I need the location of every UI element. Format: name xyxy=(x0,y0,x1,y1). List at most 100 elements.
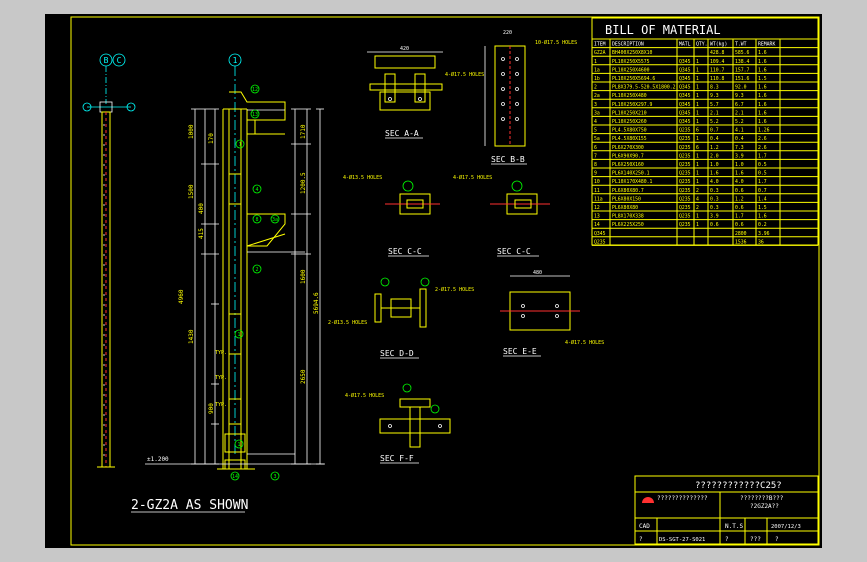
bom-cell: 428.8 xyxy=(710,50,725,56)
bom-cell: 0.4 xyxy=(710,136,719,142)
bom-cell: 3.9 xyxy=(710,214,719,220)
bom-cell: 2 xyxy=(696,205,699,211)
bom-cell: PL6X140X250.1 xyxy=(612,171,650,177)
bom-cell: 6 xyxy=(594,145,597,151)
bom-cell: Q235 xyxy=(679,136,691,142)
svg-text:3a: 3a xyxy=(272,217,278,223)
grid-label-1: 1 xyxy=(233,56,238,65)
bom-cell: PL10X250X210 xyxy=(612,110,647,116)
bom-cell: 3.9 xyxy=(735,153,744,159)
bom-cell: 1.6 xyxy=(758,119,767,125)
bom-cell: 110.8 xyxy=(710,76,725,82)
bom-cell: PL6X225X250 xyxy=(612,222,644,228)
bom-cell: PL10X250X5575 xyxy=(612,59,650,65)
bom-cell: 1 xyxy=(696,153,699,159)
dim-text: 170 xyxy=(208,133,215,144)
bom-header-cell: MATL xyxy=(679,42,691,48)
bom-cell: 1 xyxy=(696,85,699,91)
bom-cell: 1.5 xyxy=(758,205,767,211)
bom-cell: 1 xyxy=(696,93,699,99)
svg-text:480: 480 xyxy=(533,270,542,276)
dim-text: 1710 xyxy=(300,124,307,139)
bom-cell: 0.6 xyxy=(735,188,744,194)
dim-text: 1430 xyxy=(188,329,195,344)
bom-cell: 9.3 xyxy=(735,93,744,99)
section-b-b: 10-Ø17.5 HOLES 220 SEC B-B xyxy=(484,30,577,165)
bom-cell: 1.6 xyxy=(758,85,767,91)
bom-cell: 0.3 xyxy=(710,196,719,202)
scale-label: N.T.S xyxy=(725,523,743,530)
bom-cell: Q235 xyxy=(679,188,691,194)
bom-cell: Q345 xyxy=(679,85,691,91)
bom-cell: 1.6 xyxy=(758,102,767,108)
bom-cell: 92.0 xyxy=(735,85,747,91)
dim-text: 1000 xyxy=(188,124,195,139)
bom-cell: 1.26 xyxy=(758,128,770,134)
bom-cell: 151.6 xyxy=(735,76,750,82)
bom-cell: 1.6 xyxy=(758,93,767,99)
section-label: SEC A-A xyxy=(385,129,419,138)
bom-cell: 4.1 xyxy=(735,128,744,134)
bom-cell: 585.6 xyxy=(735,50,750,56)
bom-cell: 11a xyxy=(594,196,603,202)
bom-cell: 14 xyxy=(594,222,600,228)
bom-cell: 2 xyxy=(696,188,699,194)
bom-cell: PL10X250X260 xyxy=(612,119,647,125)
bom-cell: 1 xyxy=(696,171,699,177)
svg-text:8: 8 xyxy=(255,217,258,223)
svg-text:???: ??? xyxy=(750,536,761,543)
drawing-canvas[interactable]: B C 1 xyxy=(45,14,822,548)
dim-text: 400 xyxy=(198,203,205,214)
bom-header-cell: ITEM xyxy=(594,42,606,48)
bom-cell: 1 xyxy=(696,67,699,73)
bom-cell: 7 xyxy=(594,153,597,159)
bom-cell: 1 xyxy=(696,162,699,168)
bom-cell: 1.6 xyxy=(758,214,767,220)
cad-label: CAD xyxy=(639,523,650,530)
bom-cell: 1.2 xyxy=(710,145,719,151)
dim-text: 1200.5 xyxy=(300,172,307,194)
company-name: ?????????????? xyxy=(657,495,708,502)
bom-cell: Q345 xyxy=(679,102,691,108)
grid-label-b: B xyxy=(104,56,109,65)
dim-text: 1500 xyxy=(188,184,195,199)
bom-cell: 2.1 xyxy=(710,110,719,116)
bom-cell: 0.3 xyxy=(710,205,719,211)
svg-text:220: 220 xyxy=(503,30,512,36)
grid-bubble-c xyxy=(112,53,126,67)
bom-cell: Q235 xyxy=(679,171,691,177)
drawing-border xyxy=(70,16,820,546)
bom-cell: 1.6 xyxy=(758,67,767,73)
bom-cell: Q235 xyxy=(679,222,691,228)
title-block: ????????????C25? ?????????????? ????????… xyxy=(634,475,819,545)
bom-cell: PL4.5X80X750 xyxy=(612,128,647,134)
bom-cell: PL6X80X80.7 xyxy=(612,188,644,194)
bom-cell: 12 xyxy=(594,205,600,211)
bom-cell: 1 xyxy=(696,119,699,125)
bom-cell: 157.7 xyxy=(735,67,750,73)
section-c-c-2: 4-Ø17.5 HOLES SEC C-C xyxy=(453,174,550,257)
bom-cell: 13 xyxy=(594,214,600,220)
svg-text:4-Ø17.5 HOLES: 4-Ø17.5 HOLES xyxy=(445,71,484,78)
bom-cell: PL4.5X80X155 xyxy=(612,136,647,142)
bom-cell: 138.4 xyxy=(735,59,750,65)
bom-cell: PL6X80X80 xyxy=(612,205,638,211)
bom-cell: 1.4 xyxy=(758,196,767,202)
svg-text:1: 1 xyxy=(237,442,240,448)
bom-cell: 2800 xyxy=(735,231,747,237)
bom-cell: PL10X250X4600 xyxy=(612,67,650,73)
bom-cell: Q345 xyxy=(594,231,606,237)
bom-cell: 0.6 xyxy=(735,222,744,228)
bom-cell: 0.5 xyxy=(758,162,767,168)
bom-cell: 4 xyxy=(594,119,597,125)
bom-cell: 1.5 xyxy=(758,76,767,82)
bom-cell: 4 xyxy=(696,196,699,202)
bom-cell: 1a xyxy=(594,67,600,73)
bom-cell: 8 xyxy=(594,162,597,168)
bom-cell: PL6X80X150 xyxy=(612,196,641,202)
section-d-d: 2-Ø17.5 HOLES 2-Ø13.5 HOLES SEC D-D xyxy=(328,277,474,359)
section-label: SEC F-F xyxy=(380,454,414,463)
bom-cell: Q235 xyxy=(679,145,691,151)
section-label: SEC B-B xyxy=(491,155,525,164)
